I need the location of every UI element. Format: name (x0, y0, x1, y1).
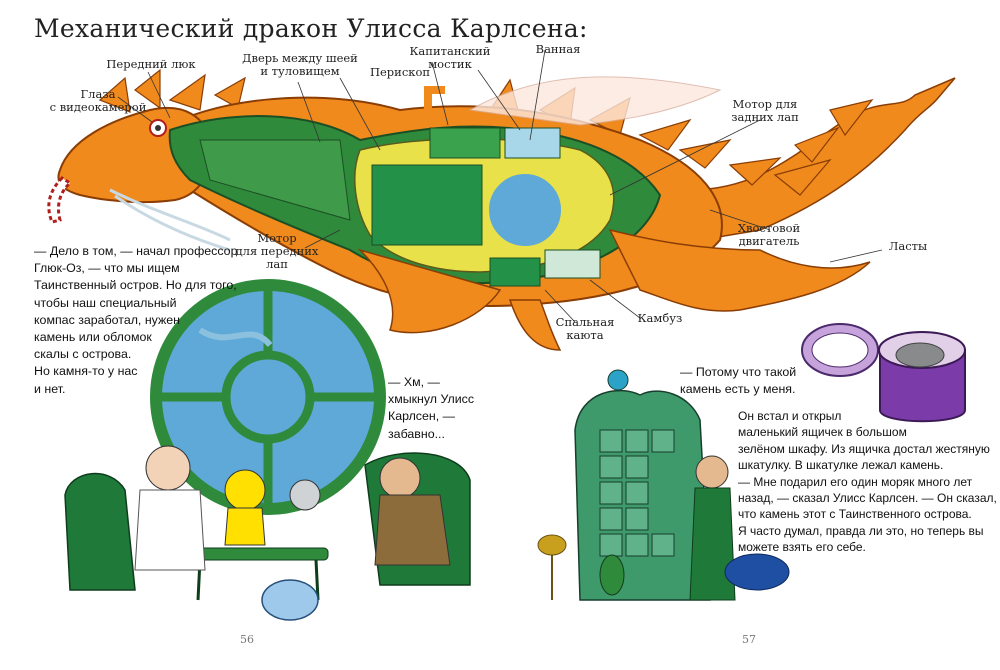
label-tail-engine: Хвостовой двигатель (737, 221, 801, 248)
label-galley: Камбуз (637, 311, 683, 325)
page-title: Механический дракон Улисса Карлсена: (34, 14, 588, 43)
captain-body (374, 494, 451, 566)
label-front-motor: Мотор для передних лап (235, 231, 319, 271)
page-number-right: 57 (742, 633, 756, 646)
mouse-head (289, 479, 321, 511)
captain-head (379, 457, 421, 499)
right-quote-text: — Потому что такой камень есть у меня. (680, 365, 797, 397)
armchair-left (64, 473, 136, 591)
dragon-tongue (47, 176, 73, 224)
room-bridge (429, 127, 501, 159)
professor-body (134, 489, 206, 571)
label-eyes: Глаза с видеокамерой (49, 87, 147, 114)
label-rear-motor: Мотор для задних лап (731, 97, 799, 124)
globe (607, 369, 629, 391)
lamp (537, 534, 567, 556)
label-front-hatch: Передний люк (106, 57, 196, 71)
dragon-horn (98, 76, 131, 113)
label-cabin: Спальная каюта (555, 315, 615, 342)
middle-story-text: — Хм, — хмыкнул Улисс Карлсен, — забавно… (388, 375, 475, 441)
captain-cabinet-head (695, 455, 729, 489)
label-bathroom: Ванная (535, 42, 581, 56)
room-galley (544, 249, 601, 279)
room-cabin (489, 257, 541, 287)
stone (895, 342, 945, 368)
label-fins: Ласты (888, 239, 928, 253)
right-story-text: Он встал и открыл маленький ящичек в бол… (738, 409, 997, 555)
porthole-scene (64, 279, 471, 621)
room-salon (371, 164, 483, 246)
fin-mid (508, 299, 562, 351)
tin-box (879, 349, 966, 423)
teapot (261, 579, 319, 621)
fin-rear (608, 228, 871, 312)
cabinet-scene (537, 323, 966, 601)
cushion (724, 553, 790, 591)
table (187, 547, 329, 561)
dragon-horn-2 (134, 68, 161, 110)
page-number-left: 56 (240, 633, 254, 646)
neck-staircase (199, 139, 351, 221)
dragon-tail (689, 77, 956, 241)
dragon-wing (468, 76, 722, 126)
professor-head (145, 445, 191, 491)
fin-front (357, 248, 502, 334)
leader-lines (117, 49, 883, 323)
left-story-text: — Дело в том, — начал профессор Глюк-Оз,… (34, 244, 238, 396)
label-bridge: Капитанский мостик (409, 44, 491, 71)
room-bathroom (504, 127, 561, 159)
room-porthole (485, 170, 565, 250)
cat-head (224, 469, 266, 511)
vase (599, 554, 625, 596)
label-periscope: Перископ (369, 65, 431, 79)
mechanical-dragon (47, 68, 956, 351)
label-door: Дверь между шеей и туловищем (242, 51, 358, 78)
dragon-whiskers (109, 188, 231, 252)
